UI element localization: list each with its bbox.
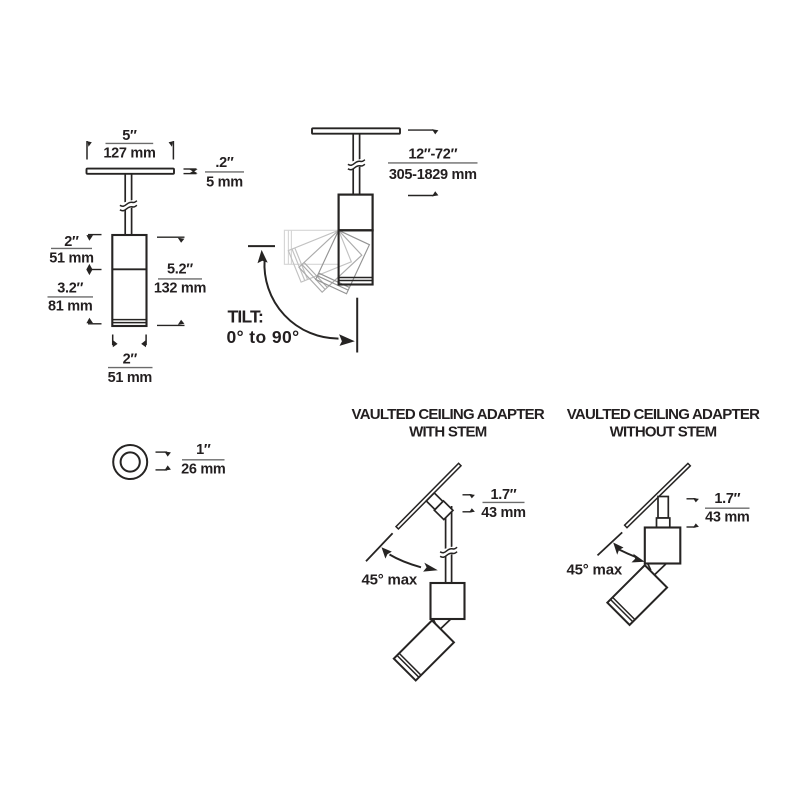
svg-text:TILT:: TILT:	[228, 307, 264, 327]
svg-text:1″: 1″	[196, 442, 211, 458]
svg-text:WITHOUT STEM: WITHOUT STEM	[610, 423, 717, 440]
svg-text:1.7″: 1.7″	[714, 491, 740, 507]
svg-text:VAULTED CEILING ADAPTER: VAULTED CEILING ADAPTER	[352, 406, 545, 423]
svg-text:0° to 90°: 0° to 90°	[227, 327, 300, 347]
svg-text:43 mm: 43 mm	[705, 509, 749, 525]
svg-text:43 mm: 43 mm	[481, 505, 525, 521]
svg-text:45° max: 45° max	[567, 561, 623, 578]
svg-text:5″: 5″	[122, 128, 137, 144]
svg-text:45° max: 45° max	[362, 572, 418, 589]
svg-text:51 mm: 51 mm	[49, 251, 93, 267]
svg-text:VAULTED CEILING ADAPTER: VAULTED CEILING ADAPTER	[567, 406, 760, 423]
svg-text:1.7″: 1.7″	[491, 487, 517, 503]
svg-text:12″-72″: 12″-72″	[408, 147, 457, 163]
svg-text:51 mm: 51 mm	[108, 370, 152, 386]
svg-text:2″: 2″	[123, 351, 138, 367]
svg-text:.2″: .2″	[215, 155, 233, 171]
svg-text:305-1829 mm: 305-1829 mm	[389, 167, 477, 183]
svg-text:WITH STEM: WITH STEM	[409, 423, 487, 440]
svg-text:127 mm: 127 mm	[103, 146, 155, 162]
svg-text:81 mm: 81 mm	[48, 298, 92, 314]
svg-text:5.2″: 5.2″	[167, 262, 193, 278]
svg-text:2″: 2″	[64, 234, 79, 250]
svg-text:132 mm: 132 mm	[154, 280, 206, 296]
svg-text:3.2″: 3.2″	[57, 281, 83, 297]
svg-text:26 mm: 26 mm	[181, 461, 225, 477]
svg-text:5 mm: 5 mm	[206, 174, 243, 190]
